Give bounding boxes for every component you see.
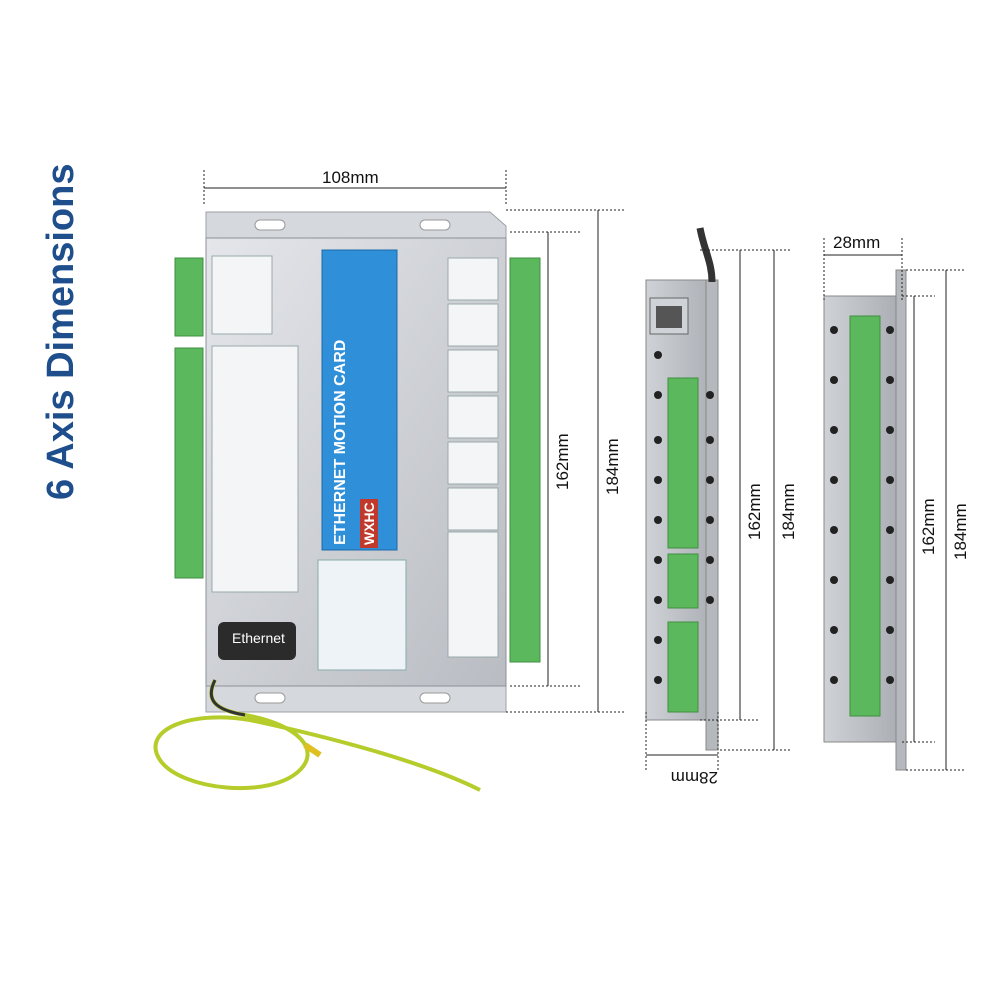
board-label: ETHERNET MOTION CARD [332,339,349,545]
side1-inner-height-label: 162mm [745,483,764,540]
side1-outer-height-label: 184mm [779,483,798,540]
left-terminals [174,257,204,579]
side-view-2 [823,269,907,771]
right-terminals [509,257,541,663]
brand-logo: WXHC [360,499,378,548]
front-outer-height-label: 184mm [603,438,622,495]
front-width-label: 108mm [322,168,379,187]
front-dimension-lines [203,170,625,713]
side2-inner-height-label: 162mm [919,498,938,555]
side2-depth-label: 28mm [833,233,881,252]
front-view [153,211,541,792]
ethernet-label: Ethernet [232,630,285,646]
front-inner-height-label: 162mm [553,433,572,490]
side2-dimension-lines [823,238,965,771]
side-view-1 [645,227,719,751]
side1-depth-label: 28mm [670,768,718,787]
side2-outer-height-label: 184mm [951,503,970,560]
side1-dimension-lines [645,249,792,770]
